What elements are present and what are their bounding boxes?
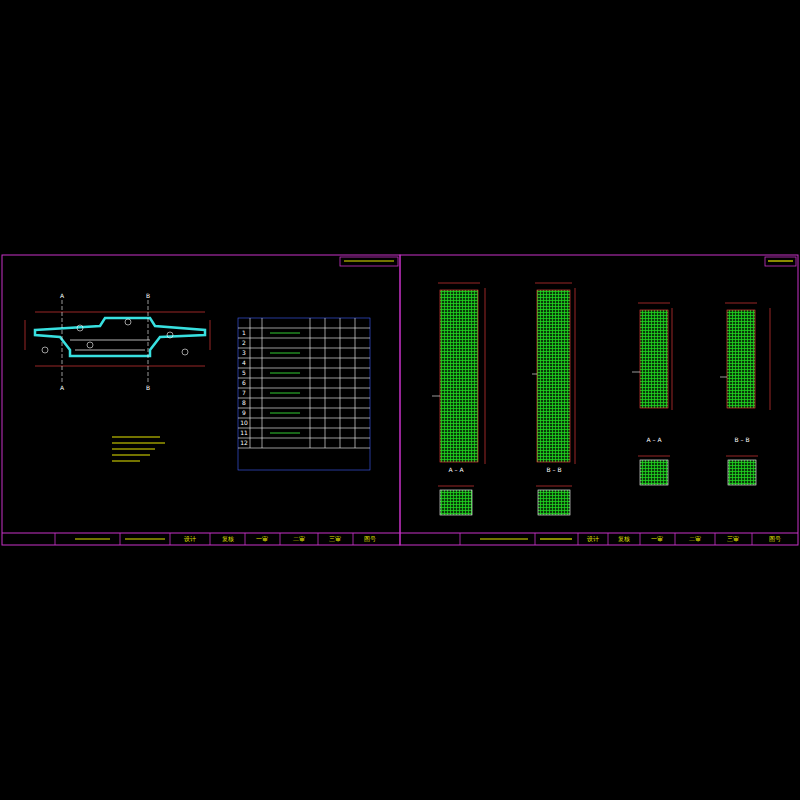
table-cell: 10 <box>239 420 249 426</box>
section-label: A – A <box>645 437 662 443</box>
table-cell: 9 <box>241 410 247 416</box>
table-cell: 6 <box>241 380 247 386</box>
title-block-cell: 复核 <box>221 536 235 542</box>
title-block-cell: 设计 <box>586 536 600 542</box>
title-block-cell: 三审 <box>328 536 342 542</box>
table-cell: 12 <box>239 440 249 446</box>
section-label: A <box>59 385 65 391</box>
section-label: B <box>145 293 151 299</box>
section-label: A <box>59 293 65 299</box>
table-cell: 3 <box>241 350 247 356</box>
section-label: A – A <box>447 467 464 473</box>
title-block-cell: 一审 <box>650 536 664 542</box>
title-block-cell: 三审 <box>726 536 740 542</box>
title-block-cell: 图号 <box>363 536 377 542</box>
section-label: B – B <box>545 467 562 473</box>
table-cell: 7 <box>241 390 247 396</box>
table-cell: 4 <box>241 360 247 366</box>
table-cell: 2 <box>241 340 247 346</box>
title-block-cell: 二审 <box>688 536 702 542</box>
section-label: B <box>145 385 151 391</box>
title-block-cell: 一审 <box>255 536 269 542</box>
title-block-cell: 二审 <box>292 536 306 542</box>
table-cell: 11 <box>239 430 249 436</box>
title-block-cell: 复核 <box>617 536 631 542</box>
title-block-cell: 图号 <box>768 536 782 542</box>
table-cell: 1 <box>241 330 247 336</box>
section-label: B – B <box>733 437 750 443</box>
table-cell: 8 <box>241 400 247 406</box>
table-cell: 5 <box>241 370 247 376</box>
title-block-cell: 设计 <box>183 536 197 542</box>
